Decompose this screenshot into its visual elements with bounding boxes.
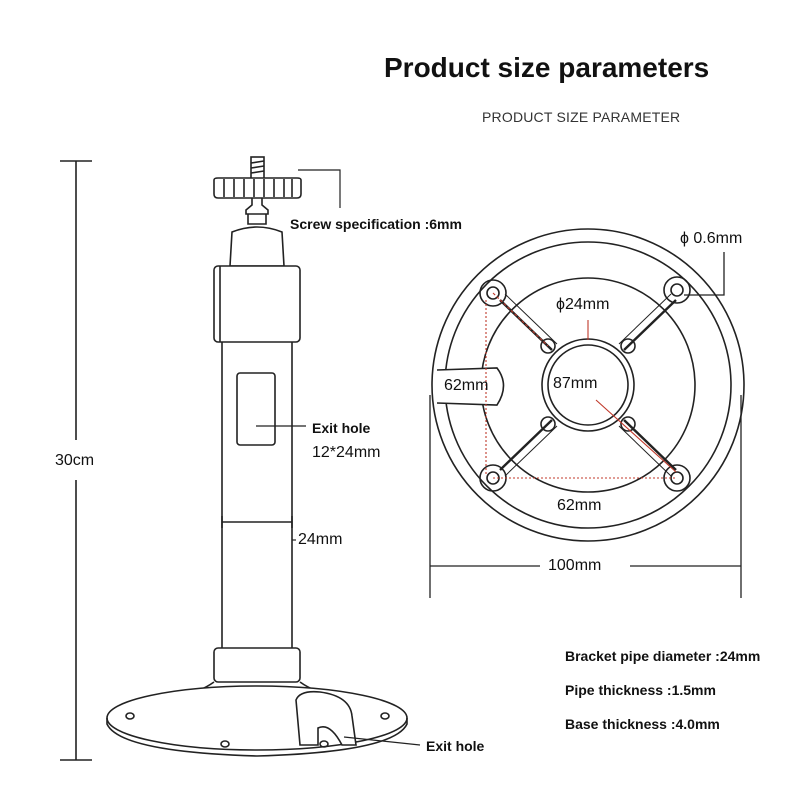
- spec-pipe-thickness: Pipe thickness :1.5mm: [565, 682, 716, 698]
- inner-diameter-label: ϕ24mm: [556, 296, 610, 313]
- exit-hole-label: Exit hole: [312, 420, 371, 436]
- width-dimension-label: 100mm: [548, 557, 602, 574]
- top-view-red-guides: [485, 292, 677, 479]
- hole-diameter-label: ϕ 0.6mm: [680, 230, 743, 247]
- left-dimension-label: 62mm: [444, 377, 489, 394]
- center-dimension-label: 87mm: [553, 375, 598, 392]
- bracket-side-view: [106, 156, 408, 757]
- bottom-dimension-label: 62mm: [557, 497, 602, 514]
- screw-spec-label: Screw specification :6mm: [290, 216, 462, 232]
- spec-pipe-diameter: Bracket pipe diameter :24mm: [565, 648, 761, 664]
- top-view-dimension-lines: [429, 252, 742, 598]
- side-view-leader-lines: [256, 169, 421, 746]
- page-subtitle: PRODUCT SIZE PARAMETER: [482, 109, 681, 125]
- pipe-width-label: 24mm: [298, 531, 343, 548]
- exit-hole-size-label: 12*24mm: [312, 444, 381, 461]
- page-title: Product size parameters: [384, 52, 710, 83]
- height-dimension-line: [60, 160, 92, 761]
- height-label: 30cm: [55, 452, 95, 469]
- spec-base-thickness: Base thickness :4.0mm: [565, 716, 720, 732]
- base-exit-hole-label: Exit hole: [426, 738, 485, 754]
